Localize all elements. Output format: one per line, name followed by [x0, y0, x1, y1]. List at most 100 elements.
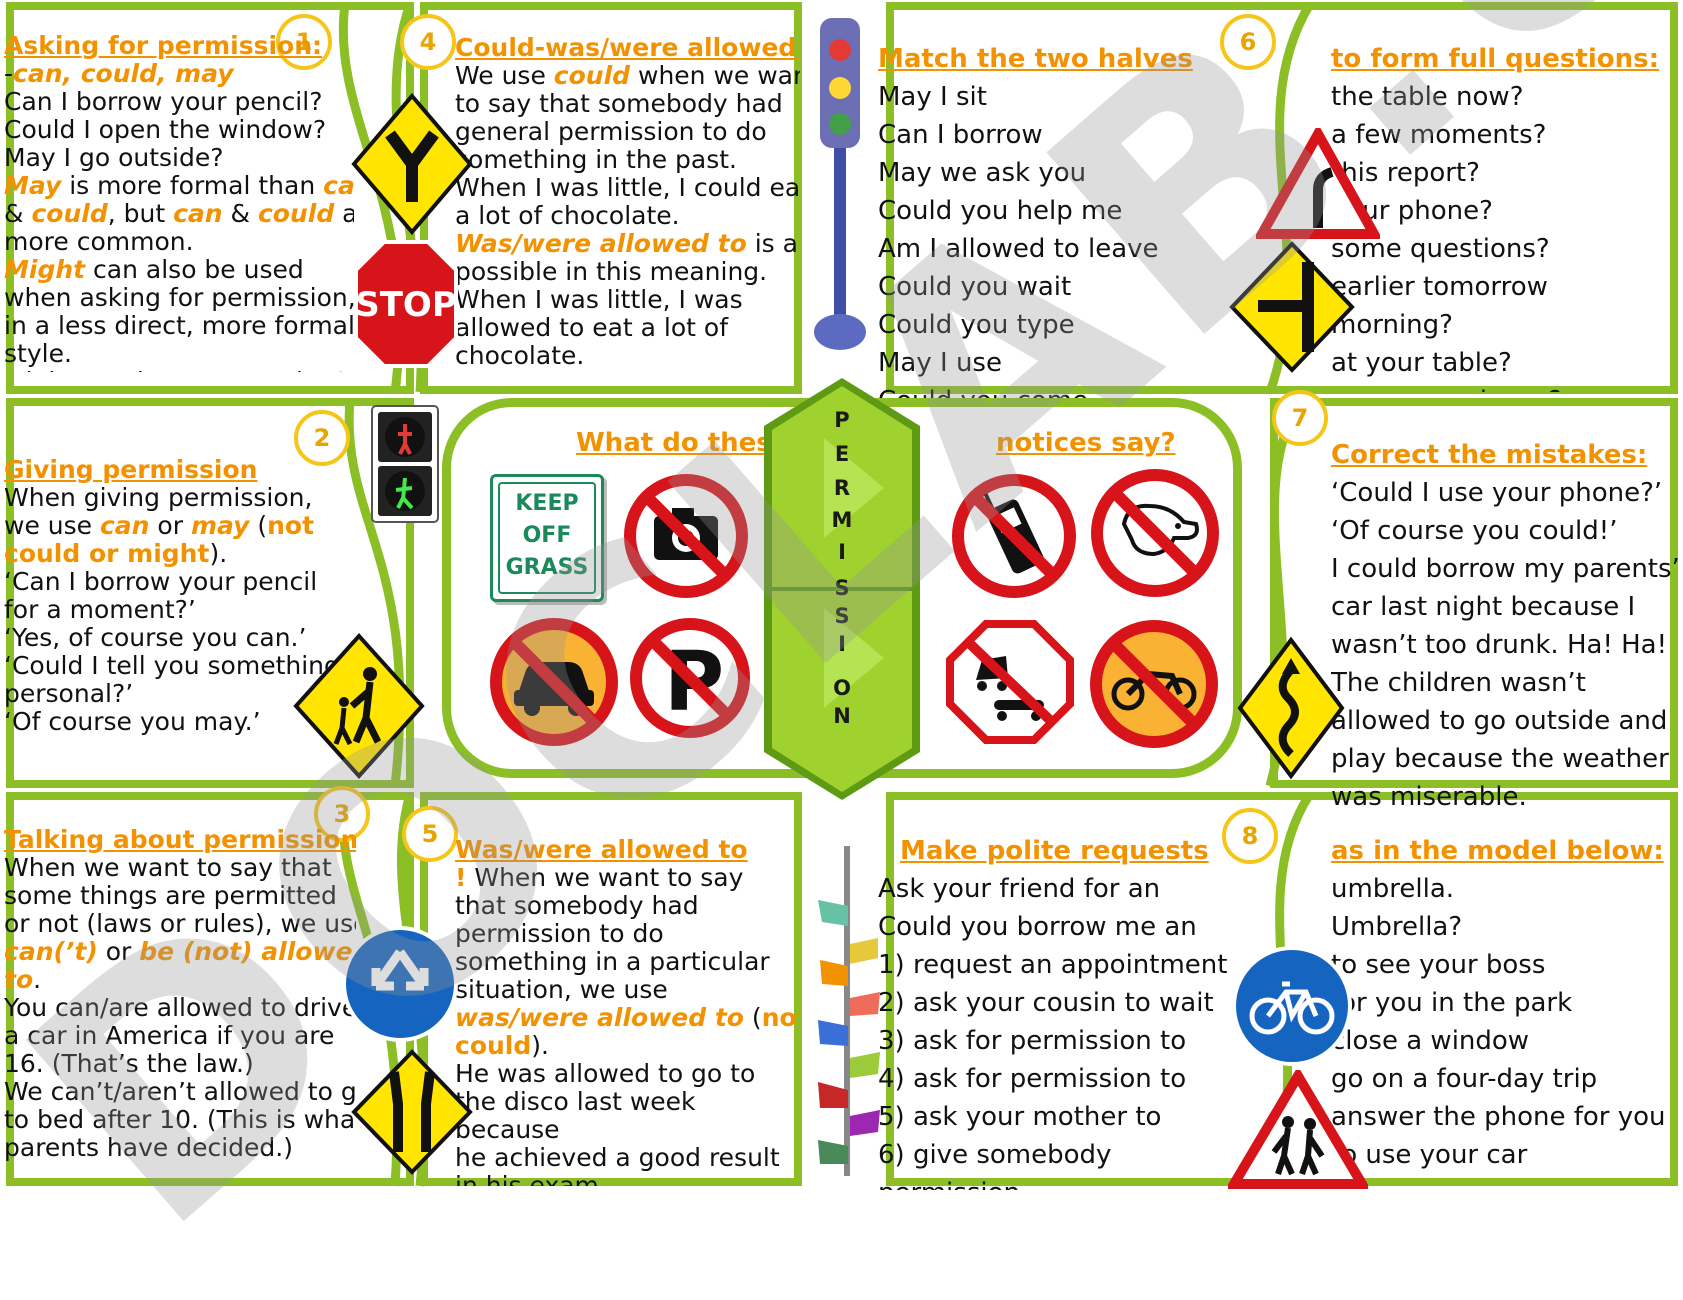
box5-text-run: was/were allowed to [455, 1003, 744, 1032]
box2-line: ‘Could I tell you something [4, 652, 354, 680]
box3-text-run: We can’t/aren’t allowed to go [4, 1077, 356, 1106]
permission-letter: S [834, 604, 850, 628]
box2-line: When giving permission, [4, 484, 354, 512]
box7-lines-item: The children wasn’t [1331, 668, 1586, 698]
box3-text-run: parents have decided.) [4, 1133, 293, 1162]
box1-line: & could, but can & could are [4, 200, 354, 228]
box2-line: we use can or may (not [4, 512, 354, 540]
box4-text: Could-was/were allowed to We use could w… [455, 34, 800, 374]
box1-line: more common. [4, 228, 354, 256]
box5-text-run: could [455, 1031, 532, 1060]
box1-line: Could I open the window? [4, 116, 354, 144]
box2-heading: Giving permission [4, 456, 258, 484]
stop-sign-text: STOP [355, 285, 457, 325]
box2-number-badge: 2 [294, 410, 350, 466]
box4-text-run: is also [754, 229, 800, 258]
box7-lines-item: ‘Could I use your phone?’ [1331, 478, 1663, 508]
box2-text: Giving permission When giving permission… [4, 456, 354, 746]
box6-right-lines-item: a few moments? [1331, 120, 1547, 150]
box8-left-text: Make polite requests Ask your friend for… [878, 832, 1233, 1190]
box1-text-run: in a less direct, more formal [4, 311, 354, 340]
box6-right-text: to form full questions: the table now?a … [1331, 40, 1676, 392]
box3-line: When we want to say that [4, 854, 356, 882]
winding-road-sign-icon [1237, 636, 1345, 780]
box6-left-lines-item: Am I allowed to leave [878, 234, 1159, 264]
box5-line: could). [455, 1032, 800, 1060]
box2-text-run: personal?’ [4, 679, 134, 708]
box1-text-run: style. [4, 339, 72, 368]
box5-heading: Was/were allowed to [455, 836, 748, 864]
box5-text-run: he achieved a good result [455, 1143, 780, 1172]
box8-right-heading: as in the model below: [1331, 836, 1664, 866]
pedestrian-traffic-light-icon [371, 405, 439, 523]
box6-right-lines-item: at your table? [1331, 348, 1512, 378]
box5-line: something in a particular [455, 948, 800, 976]
permission-letter: S [834, 576, 850, 600]
no-parking-icon: P [630, 618, 750, 738]
box4-line: Was/were allowed to is also [455, 230, 800, 258]
box5-text-run: permission to do [455, 919, 664, 948]
box6-right-lines-item: your pen, please? [1331, 382, 1676, 392]
box1-text-run: can [173, 199, 223, 228]
no-cars-icon [490, 618, 618, 746]
box5-text-run: He was allowed to go to [455, 1059, 756, 1088]
box4-line: possible in this meaning. [455, 258, 800, 286]
box1-line: style. [4, 340, 354, 368]
box3-line: We can’t/aren’t allowed to go [4, 1078, 356, 1106]
box7-lines-item: play because the weather [1331, 744, 1669, 774]
box3-number-badge: 3 [314, 786, 370, 842]
box8-left-heading: Make polite requests [900, 836, 1209, 866]
box8-right-lines-item: to use your car [1331, 1140, 1528, 1170]
permission-letter: R [833, 476, 851, 500]
box6-left-lines-item: May we ask you [878, 158, 1087, 188]
box1-number-badge: 1 [276, 14, 332, 70]
box1-line: Might can also be used [4, 256, 354, 284]
box1-text-run: could [257, 199, 335, 228]
box1-text-run: & [4, 199, 32, 228]
traffic-light-post-icon [814, 18, 866, 350]
permission-letter: P [834, 408, 850, 432]
box4-text-run: allowed to eat a lot of [455, 313, 728, 342]
box3-line: to. [4, 966, 356, 994]
box4-line: chocolate. [455, 342, 800, 370]
keep-off-grass-sign: KEEP OFF GRASS [490, 474, 604, 602]
box5-text-run: ( [743, 1003, 762, 1032]
box1-line: when asking for permission, [4, 284, 354, 312]
box7-lines-item: allowed to go outside and [1331, 706, 1668, 736]
side-road-warning-sign-icon [1256, 128, 1380, 239]
box2-line: ‘Yes, of course you can.’ [4, 624, 354, 652]
box1-text-run: could [31, 199, 108, 228]
box1-line: Might I make a suggestion? [4, 368, 354, 373]
t-junction-sign-icon [1229, 241, 1355, 373]
no-motorcycles-icon [1090, 620, 1218, 748]
box7-lines-item: was miserable. [1331, 782, 1527, 812]
box4-text-run: something in the past. [455, 145, 737, 174]
box2-line: could or might). [4, 540, 354, 568]
box5-text-run: ). [531, 1031, 549, 1060]
box5-text-run: situation, we use [455, 975, 668, 1004]
box4-text-run: a lot of chocolate. [455, 201, 680, 230]
box4-text-run: when we want [630, 61, 800, 90]
box8-right-lines-item: for you in the park [1331, 988, 1573, 1018]
box3-text-run: . [33, 965, 42, 994]
box4-text-run: to say that somebody had [455, 89, 783, 118]
box2-text-run: or [149, 511, 191, 540]
keep-off-grass-line-1: KEEP [515, 491, 579, 516]
box6-left-lines-item: Could you help me [878, 196, 1123, 226]
keep-off-grass-line-3: GRASS [505, 555, 589, 580]
box5-line: was/were allowed to (not [455, 1004, 800, 1032]
box1-heading: Asking for permission: [4, 32, 323, 60]
box5-text-run: When we want to say [466, 863, 744, 892]
box4-text-run: could [553, 61, 631, 90]
box8-left-lines-item: 6) give somebody [878, 1140, 1112, 1170]
permission-letter: N [833, 704, 851, 728]
box3-text-run: When we want to say that [4, 853, 332, 882]
box4-line: We use could when we want [455, 62, 800, 90]
box2-text-run: ‘Could I tell you something [4, 651, 340, 680]
notices-title-right: notices say? [996, 428, 1176, 458]
box7-lines-item: car last night because I [1331, 592, 1636, 622]
box6-left-lines-item: Could you type [878, 310, 1075, 340]
box8-right-lines-item: answer the phone for you [1331, 1102, 1666, 1132]
